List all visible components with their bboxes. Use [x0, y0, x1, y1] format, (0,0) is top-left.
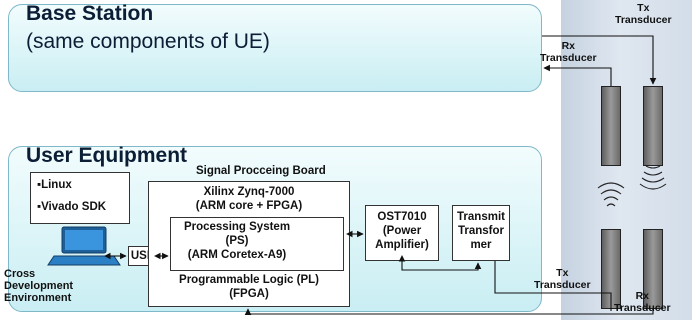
software-item-vivado: ▪Vivado SDK — [37, 201, 107, 213]
software-item-linux: ▪Linux — [37, 179, 72, 191]
processing-system-box: Processing System (PS) (ARM Coretex-A9) — [170, 217, 344, 271]
zynq-label: Xilinx Zynq-7000 (ARM core + FPGA) — [195, 186, 303, 212]
bs-rx-transducer — [601, 86, 621, 166]
ue-rx-transducer — [643, 229, 663, 309]
base-station-title: Base Station — [26, 2, 154, 25]
base-station-panel — [8, 4, 542, 92]
user-equipment-title: User Equipment — [26, 144, 188, 167]
cross-dev-label: Cross Development Environment — [4, 268, 74, 304]
bs-tx-transducer — [643, 86, 663, 166]
software-box: ▪Linux ▪Vivado SDK — [30, 172, 130, 224]
signal-board-label: Signal Procceing Board — [196, 165, 326, 177]
base-station-subtitle: (same components of UE) — [26, 30, 270, 53]
transmit-transformer-box: Transmit Transfor mer — [452, 205, 510, 261]
power-amplifier-box: OST7010 (Power Amplifier) — [365, 205, 439, 261]
programmable-logic-label: Programmable Logic (PL) (FPGA) — [179, 274, 319, 300]
